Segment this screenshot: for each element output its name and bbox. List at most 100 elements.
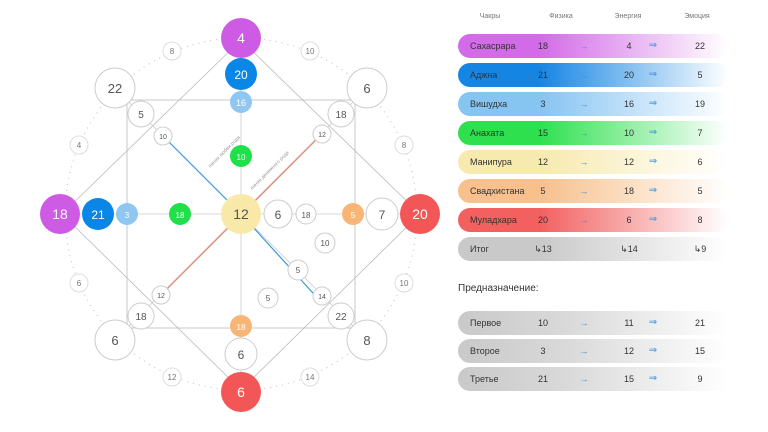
arrow-double-icon: ⇒ — [648, 156, 658, 167]
arrow-double-icon: ⇒ — [648, 69, 658, 80]
chakra-energy: 12 — [623, 157, 634, 167]
arrow-thin-icon: → — [579, 41, 589, 51]
chakra-emotion: 8 — [697, 215, 703, 225]
arrow-double-icon: ⇒ — [648, 317, 658, 328]
arrow-thin-icon: → — [579, 215, 589, 225]
chakra-energy: 20 — [623, 70, 634, 80]
chakra-emotion: 6 — [697, 157, 703, 167]
chakra-row: Муладхара 20 → 6 ⇒ 8 — [458, 208, 728, 232]
ring-6: 10 — [400, 279, 409, 288]
arrow-double-icon: ⇒ — [648, 185, 658, 196]
chakra-emotion: 22 — [694, 41, 705, 51]
chakra-physics: 15 — [537, 128, 548, 138]
node-bottom-3: 18 — [237, 323, 246, 332]
header-emotion: Эмоция — [684, 13, 710, 20]
corner-br-3: 14 — [318, 294, 326, 301]
arrow-double-icon: ⇒ — [648, 40, 658, 51]
node-left-1: 18 — [52, 206, 68, 222]
purpose-v1: 3 — [540, 346, 546, 356]
ring-5: 6 — [77, 279, 82, 288]
chakra-name: Муладхара — [470, 215, 517, 225]
corner-tr-3: 12 — [318, 132, 326, 139]
arrow-double-icon: ⇒ — [648, 98, 658, 109]
chakra-name: Анахата — [470, 128, 505, 138]
chakra-emotion: ↳9 — [693, 244, 707, 254]
bottom-chain: 6 6 18 — [221, 315, 261, 412]
corner-tr-2: 18 — [335, 110, 347, 121]
chakra-energy: 4 — [626, 41, 632, 51]
header-energy: Энергия — [614, 13, 642, 20]
corner-bl-3: 12 — [157, 293, 165, 300]
arrow-thin-icon: → — [579, 157, 589, 167]
chakra-emotion: 7 — [697, 128, 703, 138]
arrow-thin-icon: → — [579, 99, 589, 109]
chakra-name: Аджна — [470, 70, 498, 80]
top-chain: 4 20 16 10 — [221, 18, 261, 167]
corner-br-2: 22 — [335, 312, 347, 323]
chakra-emotion: 5 — [697, 70, 703, 80]
right-chain: 20 7 5 6 18 — [263, 194, 440, 234]
node-bottom-1: 6 — [237, 384, 245, 400]
arrow-double-icon: ⇒ — [648, 127, 658, 138]
chakra-physics: 20 — [537, 215, 548, 225]
arrow-double-icon: ⇒ — [648, 214, 658, 225]
node-right-5: 18 — [302, 211, 311, 220]
arrow-double-icon: ⇒ — [648, 373, 658, 384]
ring-8: 14 — [306, 373, 315, 382]
chakra-emotion: 19 — [694, 99, 705, 109]
chakra-emotion: 5 — [697, 186, 703, 196]
purpose-v3: 9 — [697, 374, 703, 384]
node-right-1: 20 — [412, 206, 428, 222]
header-chakras: Чакры — [479, 13, 501, 20]
arrow-thin-icon: → — [579, 70, 589, 80]
purpose-title: Предназначение: — [458, 283, 539, 294]
chakra-energy: 6 — [626, 215, 632, 225]
chakra-physics: 5 — [540, 186, 546, 196]
purpose-name: Третье — [470, 374, 499, 384]
purpose-v3: 15 — [694, 346, 705, 356]
node-right-3: 5 — [351, 211, 356, 220]
node-left-2: 21 — [91, 208, 105, 222]
arrow-thin-icon: → — [579, 374, 589, 384]
chakra-energy: 16 — [623, 99, 634, 109]
ring-7: 12 — [168, 373, 177, 382]
ring-4: 8 — [402, 141, 407, 150]
chakra-physics: 18 — [537, 41, 548, 51]
corner-tl-2: 5 — [138, 110, 144, 121]
chakra-row: Манипура 12 → 12 ⇒ 6 — [458, 150, 728, 174]
purpose-v2: 11 — [624, 318, 634, 328]
chakra-physics: 3 — [540, 99, 546, 109]
chakra-physics: ↳13 — [534, 244, 552, 254]
center-value: 12 — [233, 206, 249, 222]
purpose-v1: 10 — [537, 318, 548, 328]
node-top-2: 20 — [234, 68, 248, 82]
ring-1: 8 — [170, 47, 175, 56]
node-right-2: 7 — [379, 208, 386, 222]
arrow-thin-icon: → — [579, 128, 589, 138]
chakra-row: Аджна 21 → 20 ⇒ 5 — [458, 63, 728, 87]
purpose-v1: 21 — [537, 374, 548, 384]
chakra-physics: 12 — [537, 157, 548, 167]
money-node-3: 5 — [266, 294, 271, 303]
corner-tl-1: 22 — [108, 81, 122, 96]
chakra-name: Итог — [470, 244, 489, 254]
corner-bl-2: 18 — [135, 312, 147, 323]
arrow-thin-icon: → — [579, 186, 589, 196]
purpose-name: Первое — [470, 318, 502, 328]
purpose-name: Второе — [470, 346, 500, 356]
chakra-physics: 21 — [537, 70, 548, 80]
arrow-thin-icon: → — [579, 346, 589, 356]
chakra-name: Манипура — [470, 157, 512, 167]
chakra-row: Итог↳13↳14↳9 — [458, 237, 728, 261]
node-left-3: 3 — [125, 211, 130, 220]
ring-3: 4 — [77, 141, 82, 150]
ring-2: 10 — [306, 47, 315, 56]
chakra-energy: 18 — [623, 186, 634, 196]
corner-bl-1: 6 — [111, 333, 118, 348]
